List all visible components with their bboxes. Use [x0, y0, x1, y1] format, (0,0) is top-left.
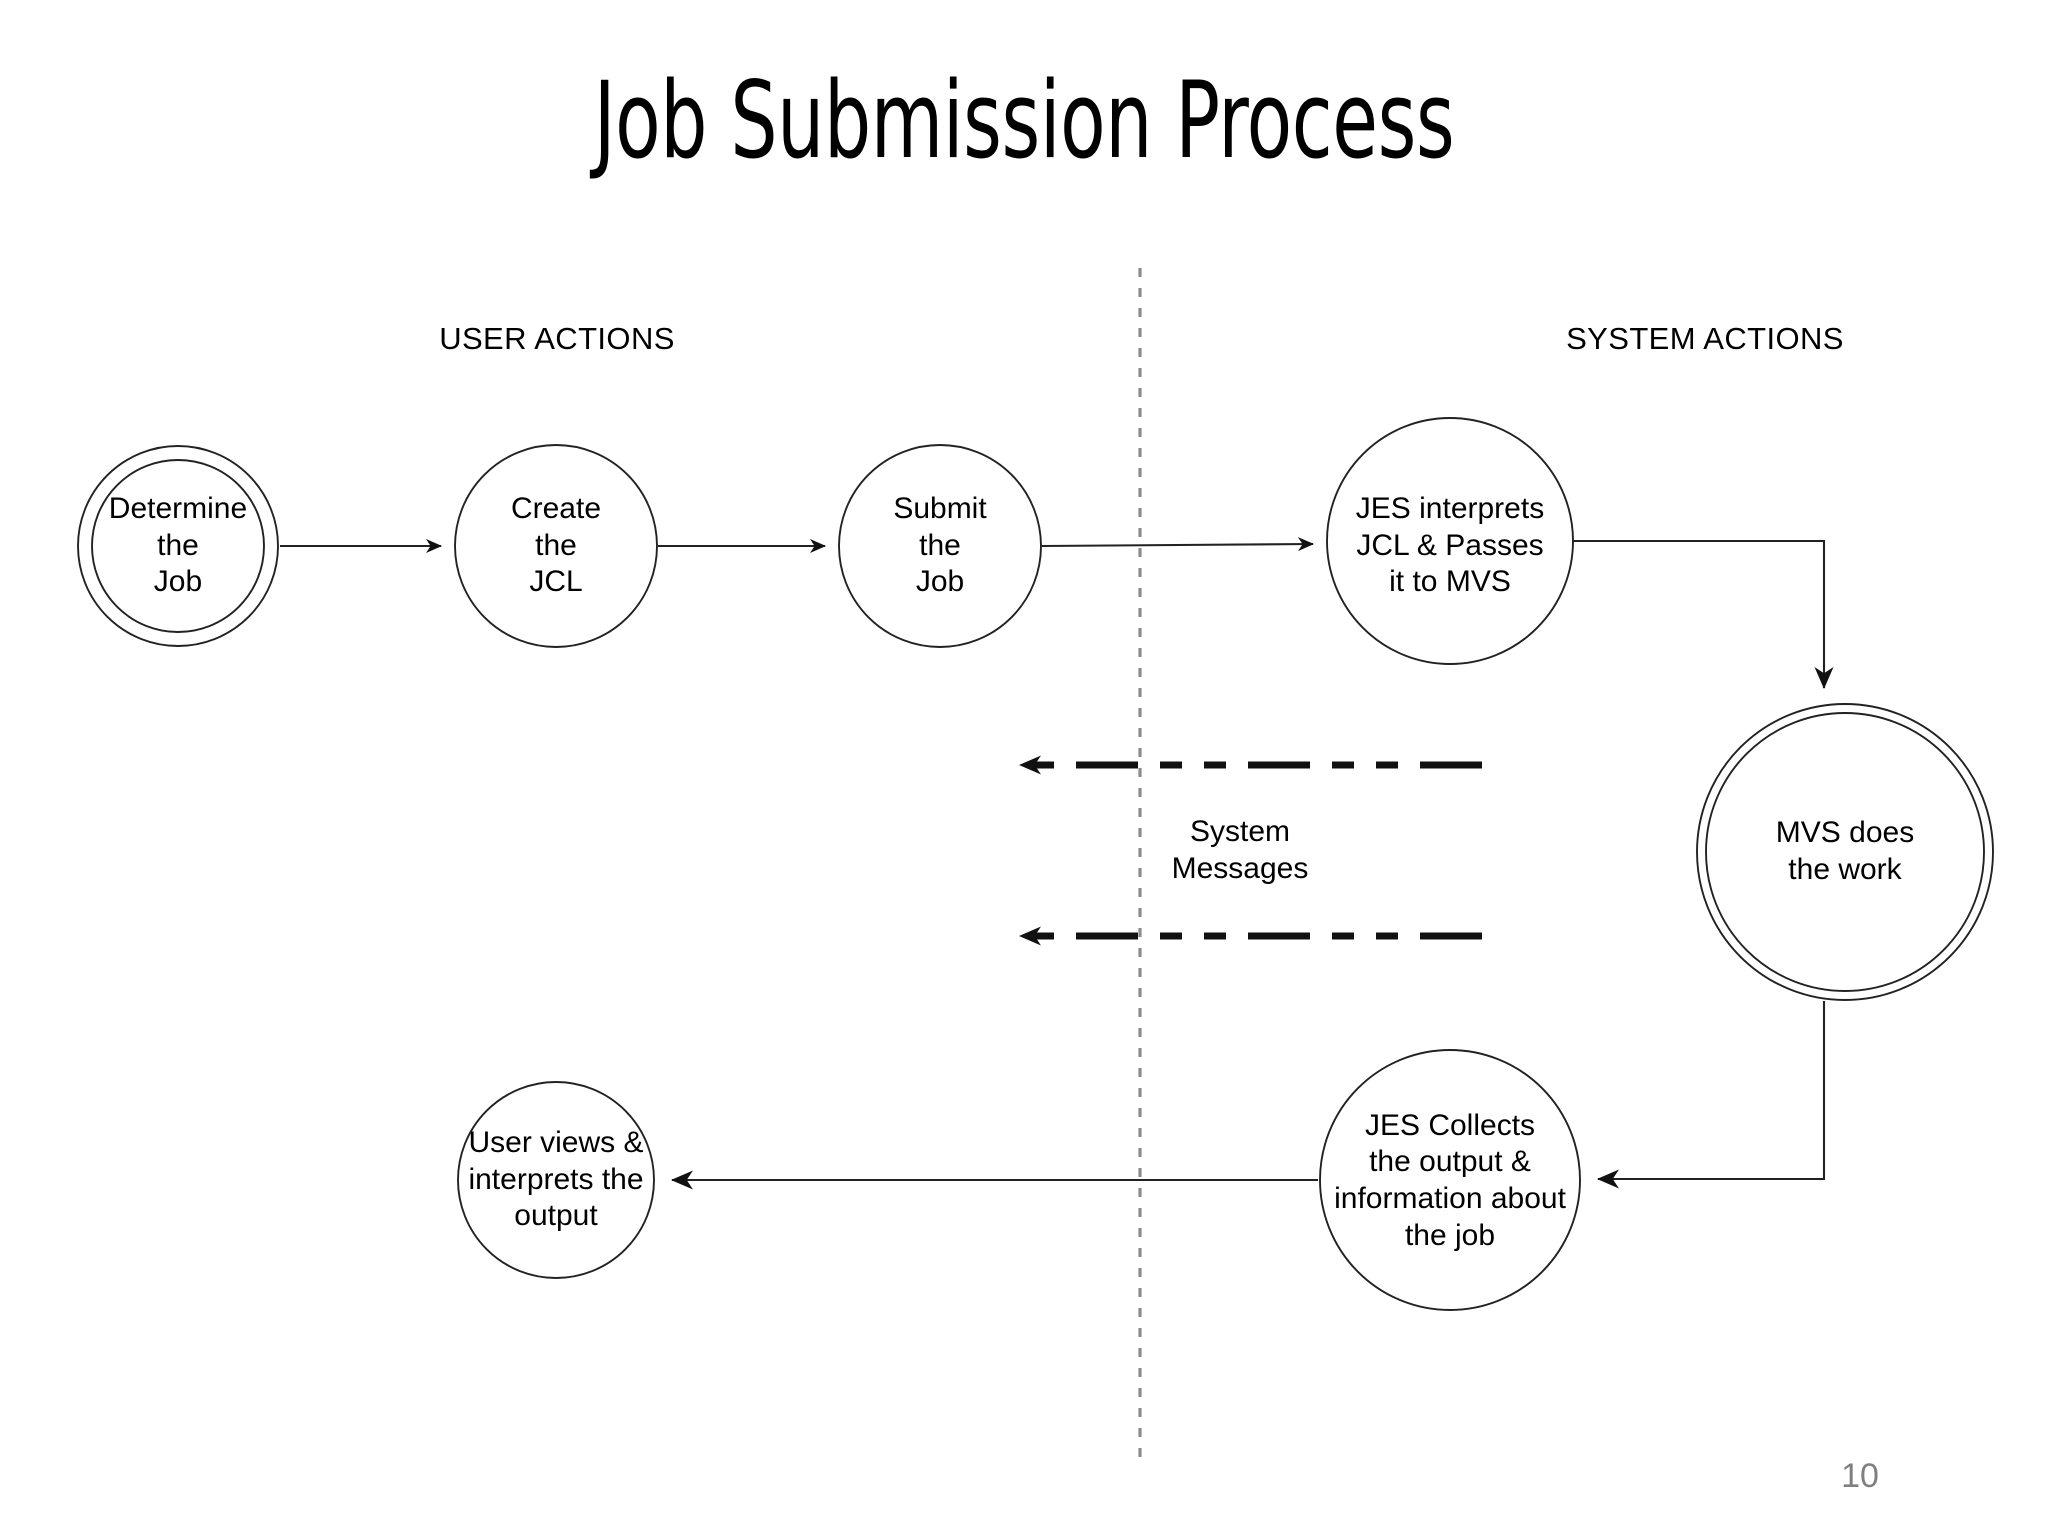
lane-header-system-actions: SYSTEM ACTIONS: [1566, 321, 1844, 356]
node-mvs-does-the-work: [1696, 703, 1994, 1001]
lane-header-user-actions: USER ACTIONS: [439, 321, 675, 356]
page-title: Job Submission Process: [593, 59, 1455, 182]
node-determine-the-job: [77, 445, 279, 647]
node-submit-the-job: [838, 444, 1042, 648]
edge-mvs-to-jes-collects: [1597, 1001, 1826, 1189]
page-number: 10: [1841, 1457, 1879, 1495]
edge-submit-to-jes-interprets: [1041, 537, 1314, 552]
node-user-views-output: [457, 1081, 655, 1279]
edge-jes-interprets-to-mvs: [1572, 539, 1834, 689]
node-jes-collects-output: [1319, 1049, 1581, 1311]
node-create-the-jcl: [454, 444, 658, 648]
node-jes-interprets-jcl: [1326, 417, 1574, 665]
edge-label-system-messages: System Messages: [1171, 814, 1309, 886]
